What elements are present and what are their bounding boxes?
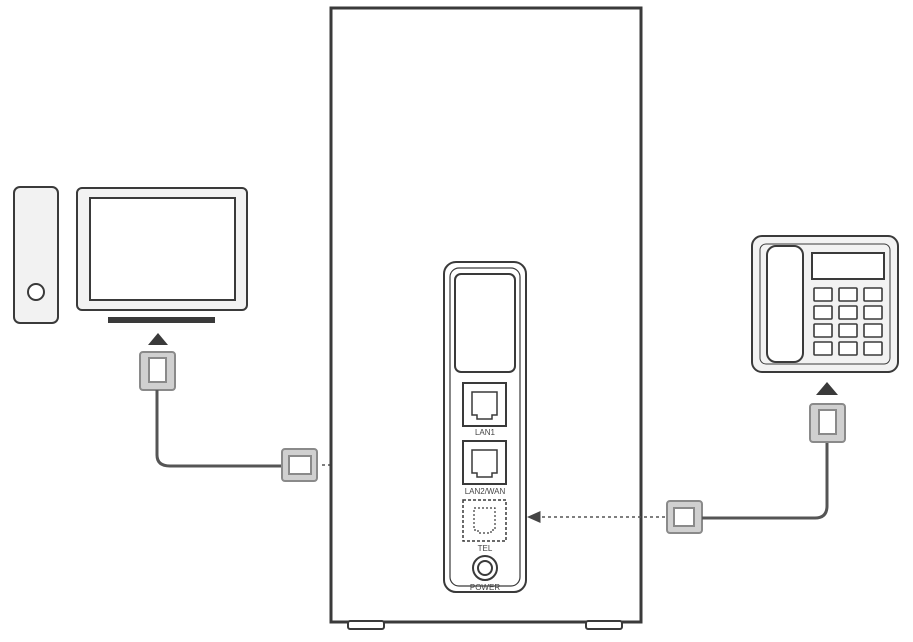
telephone-input-arrow-icon — [816, 382, 838, 395]
router-port-panel-inner — [449, 267, 521, 587]
lan1-label: LAN1 — [475, 428, 496, 437]
tel-port — [462, 499, 507, 542]
router-icon: LAN1 LAN2/WAN TEL POWER — [329, 6, 643, 630]
rj11-connector-icon — [666, 500, 703, 534]
telephone-base-inner — [759, 243, 891, 365]
lan1-port — [462, 382, 507, 427]
rj45-connector-icon — [139, 351, 176, 391]
telephone-handset — [766, 245, 804, 363]
computer-input-arrow-icon — [148, 333, 168, 345]
router-foot-right — [585, 620, 623, 630]
computer-icon — [13, 186, 248, 345]
computer-screen — [89, 197, 236, 301]
telephone-display — [811, 252, 885, 280]
telephone-icon — [751, 235, 899, 373]
tel-label: TEL — [478, 544, 493, 553]
power-button-inner — [477, 560, 493, 576]
computer-power-button — [27, 283, 45, 301]
ethernet-cable — [155, 390, 282, 468]
router-foot-left — [347, 620, 385, 630]
telephone-keypad — [813, 287, 883, 356]
rj11-connector-icon — [809, 403, 846, 443]
lan2-wan-port — [462, 440, 507, 485]
router-sim-slot — [454, 273, 516, 373]
computer-stand — [108, 317, 215, 323]
rj45-connector-icon — [281, 448, 318, 482]
lan2-wan-label: LAN2/WAN — [465, 487, 506, 496]
power-label: POWER — [470, 583, 500, 592]
telephone-cable — [702, 442, 829, 520]
computer-tower — [13, 186, 59, 324]
